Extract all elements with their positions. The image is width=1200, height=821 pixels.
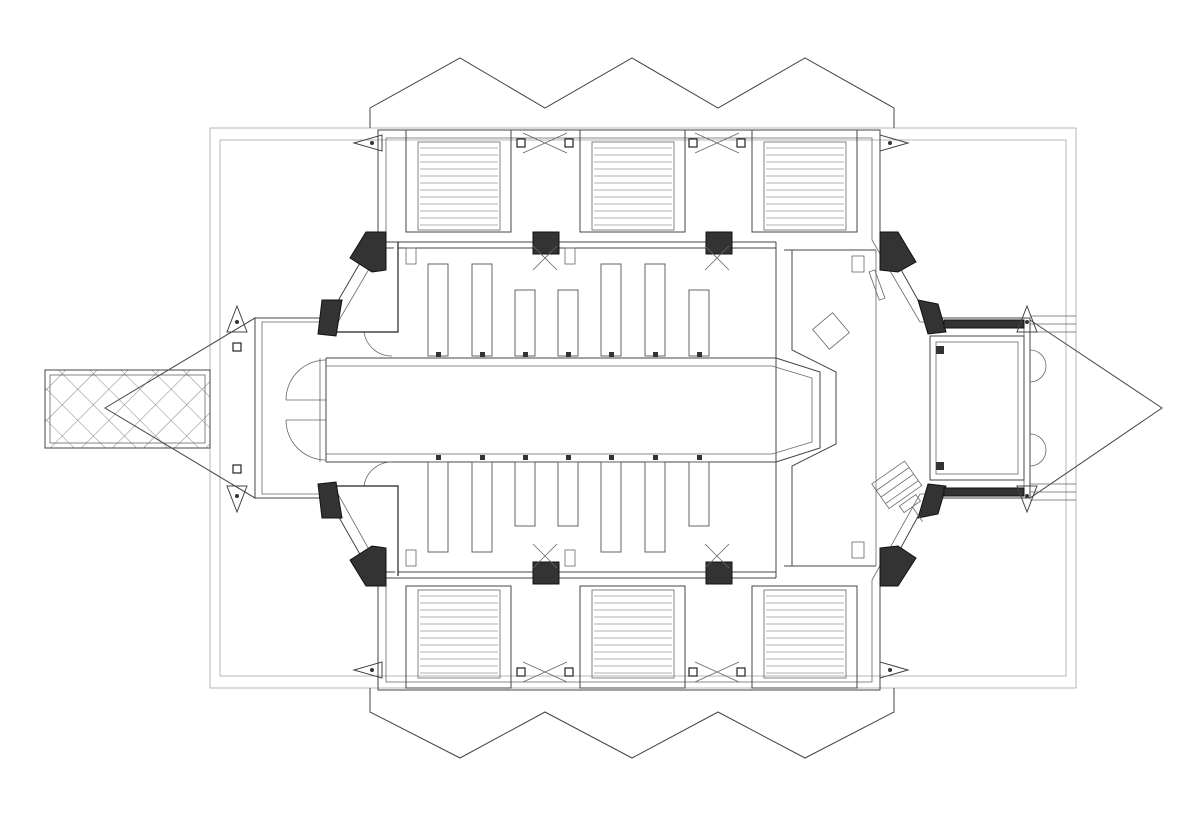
pew-post xyxy=(697,352,702,357)
pew-post xyxy=(436,352,441,357)
truss-post xyxy=(564,667,574,677)
corner-marker xyxy=(352,661,383,679)
truss-post xyxy=(688,138,698,148)
column-sw xyxy=(349,545,387,587)
east-canopy xyxy=(1029,319,1163,499)
truss-line xyxy=(694,661,740,683)
truss-line xyxy=(694,132,740,154)
pew xyxy=(688,461,710,527)
south-bay-hatching xyxy=(420,595,844,674)
column-w-lower xyxy=(317,481,343,519)
chancel-furniture xyxy=(812,269,923,522)
corner-marker xyxy=(226,304,248,333)
pew-post xyxy=(653,352,658,357)
north-bay-hatching xyxy=(420,147,844,226)
site-boundary xyxy=(209,127,1077,689)
pew-post xyxy=(697,455,702,460)
lectern xyxy=(868,269,886,301)
column-e-lower xyxy=(917,483,947,519)
truss-post xyxy=(688,667,698,677)
pew-post xyxy=(523,455,528,460)
pew-post xyxy=(480,352,485,357)
pew xyxy=(557,289,579,357)
nave-piers xyxy=(532,231,733,585)
fixtures xyxy=(232,247,944,567)
entrance-walkway xyxy=(44,369,211,449)
pew-post xyxy=(653,455,658,460)
altar-table xyxy=(812,312,850,350)
marker-dot xyxy=(1025,320,1029,324)
corner-marker xyxy=(226,485,248,514)
building-outline xyxy=(254,129,1031,691)
truss-post xyxy=(736,667,746,677)
truss-line xyxy=(522,661,568,683)
organ-console xyxy=(871,460,923,522)
pew xyxy=(514,289,536,357)
column-nw xyxy=(349,231,387,273)
pew xyxy=(471,263,493,357)
pier-brace xyxy=(704,245,730,271)
narthex-doors xyxy=(285,331,393,487)
pews xyxy=(427,263,710,553)
column-w-upper xyxy=(317,299,343,337)
pew-post xyxy=(566,455,571,460)
corner-marker xyxy=(1016,304,1038,333)
vestibule-walls xyxy=(336,242,399,576)
east-wall-top xyxy=(943,319,1025,329)
truss-post xyxy=(516,138,526,148)
pew xyxy=(600,263,622,357)
chancel xyxy=(791,250,877,566)
pew xyxy=(427,461,449,553)
pew-post xyxy=(480,455,485,460)
roof-trusses xyxy=(516,132,746,683)
pew-post xyxy=(566,352,571,357)
marker-dot xyxy=(888,668,892,672)
corner-marker xyxy=(879,661,910,679)
roof-outline xyxy=(369,57,895,759)
pew xyxy=(644,263,666,357)
south-bays xyxy=(405,585,858,689)
east-wall-bottom xyxy=(943,487,1025,497)
corner-marker xyxy=(879,134,910,152)
marker-dot xyxy=(235,320,239,324)
marker-dot xyxy=(370,141,374,145)
corner-marker xyxy=(1016,485,1038,514)
marker-dot xyxy=(370,668,374,672)
marker-dot xyxy=(235,494,239,498)
column-se xyxy=(879,545,917,587)
column-e-upper xyxy=(917,299,947,335)
east-room xyxy=(929,335,1047,481)
column-ne xyxy=(879,231,917,273)
truss-post xyxy=(564,138,574,148)
pier-brace xyxy=(704,543,730,569)
marker-dot xyxy=(1025,494,1029,498)
corner-marker xyxy=(352,134,383,152)
pew-post xyxy=(436,455,441,460)
pew xyxy=(427,263,449,357)
corner-markers xyxy=(226,134,1038,679)
pier-brace xyxy=(532,245,558,271)
pew xyxy=(471,461,493,553)
marker-dot xyxy=(888,141,892,145)
truss-post xyxy=(516,667,526,677)
structural-columns xyxy=(317,231,1025,587)
pew xyxy=(600,461,622,553)
pew xyxy=(644,461,666,553)
nave-walls xyxy=(386,241,876,579)
pier-brace xyxy=(532,543,558,569)
pew xyxy=(514,461,536,527)
central-aisle xyxy=(326,357,821,463)
pew xyxy=(557,461,579,527)
east-steps xyxy=(1030,315,1076,501)
north-bays xyxy=(405,129,858,233)
pew-post xyxy=(609,455,614,460)
truss-line xyxy=(522,132,568,154)
truss-post xyxy=(736,138,746,148)
pew xyxy=(688,289,710,357)
pew-post xyxy=(609,352,614,357)
pew-post xyxy=(523,352,528,357)
